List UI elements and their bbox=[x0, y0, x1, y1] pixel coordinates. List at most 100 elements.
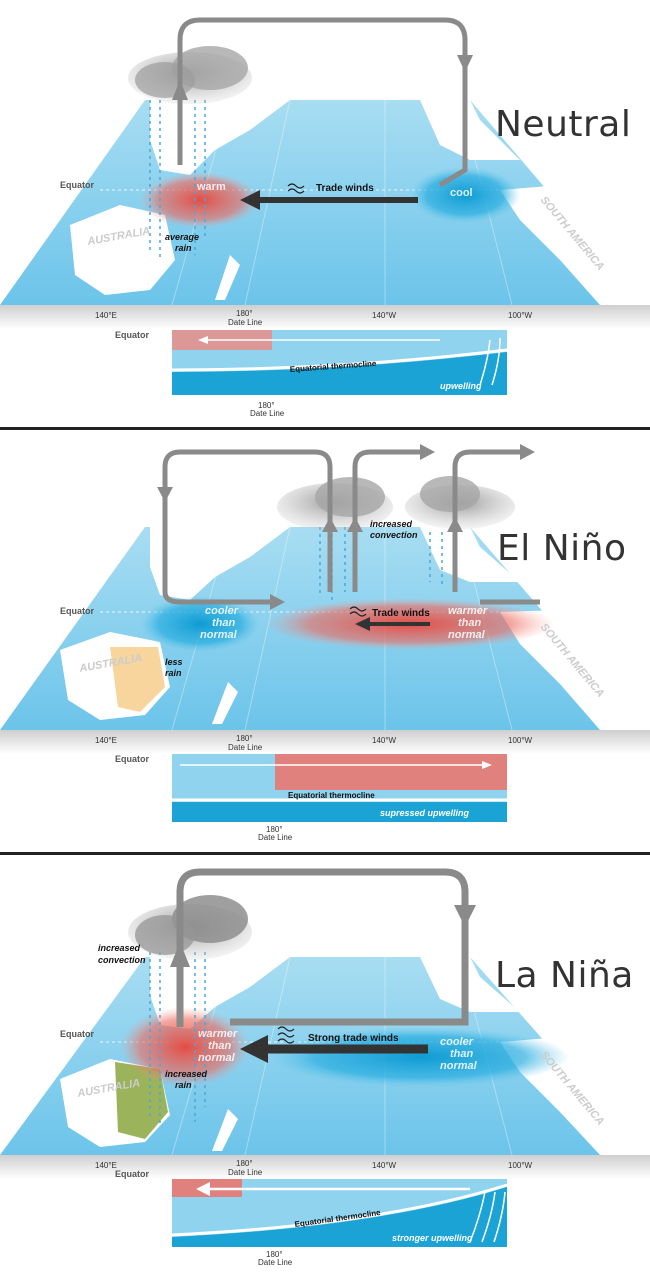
north-america-landmass bbox=[420, 957, 520, 1012]
neutral-title: Neutral bbox=[495, 104, 632, 145]
cool-pool bbox=[410, 167, 520, 223]
lon-180: 180° bbox=[236, 734, 253, 743]
trade-winds-label: Trade winds bbox=[372, 608, 430, 619]
convection-label-1: increased bbox=[370, 519, 413, 529]
surface-current-arrowhead bbox=[198, 336, 208, 344]
thermocline-line bbox=[171, 1183, 508, 1237]
east-label-1: cooler bbox=[440, 1036, 474, 1048]
east-circulation-loop-2 bbox=[452, 449, 520, 592]
north-america-landmass bbox=[420, 100, 520, 160]
la-nina-panel: Strong trade winds warmer than normal co… bbox=[0, 857, 650, 1272]
rain-cloud bbox=[277, 476, 515, 531]
west-label-1: cooler bbox=[205, 605, 239, 617]
la-nina-title: La Niña bbox=[495, 955, 634, 996]
equator-label: Equator bbox=[60, 180, 94, 190]
thermocline-label: Equatorial thermocline bbox=[288, 791, 375, 800]
lon-140e: 140°E bbox=[95, 736, 117, 745]
cs-lon-180: 180° bbox=[258, 401, 275, 410]
west-circulation-loop bbox=[162, 449, 333, 605]
cool-pool-west bbox=[140, 596, 260, 652]
upwelling-arrows bbox=[479, 337, 501, 386]
asia-landmass bbox=[150, 100, 290, 175]
cs-date-line: Date Line bbox=[258, 1258, 293, 1267]
warm-surface-layer bbox=[275, 754, 507, 790]
sinking-air-arrowhead bbox=[457, 55, 473, 72]
east-arrowhead-2 bbox=[520, 444, 535, 460]
deep-cold-layer bbox=[172, 1187, 507, 1247]
panel-divider-2 bbox=[0, 852, 650, 855]
equator-label: Equator bbox=[60, 1029, 94, 1039]
neutral-diagram: Trade winds warm cool Equator average ra… bbox=[0, 17, 650, 418]
rain-cloud bbox=[128, 46, 252, 104]
warm-label: warm bbox=[196, 181, 226, 193]
trade-wind-arrowhead bbox=[240, 190, 260, 210]
rising-air-arrowhead-3 bbox=[447, 517, 463, 532]
lon-100w: 100°W bbox=[508, 311, 533, 320]
cs-date-line: Date Line bbox=[258, 833, 293, 842]
new-zealand-landmass bbox=[212, 682, 238, 724]
lon-180: 180° bbox=[236, 1159, 253, 1168]
deep-cold-layer bbox=[172, 802, 507, 822]
east-label-2: than bbox=[458, 617, 482, 629]
el-nino-panel: Trade winds cooler than normal warmer th… bbox=[0, 432, 650, 850]
surface-current-arrowhead bbox=[196, 1182, 210, 1196]
rain-streaks bbox=[149, 952, 206, 1127]
rain-label-1: average bbox=[165, 232, 199, 242]
new-zealand-landmass bbox=[212, 1109, 238, 1151]
convection-label-1: increased bbox=[98, 943, 141, 953]
cs-date-line: Date Line bbox=[250, 409, 285, 418]
cs-lon-180: 180° bbox=[266, 825, 283, 834]
date-line-label: Date Line bbox=[228, 1168, 263, 1177]
east-arrowhead-1 bbox=[420, 444, 435, 460]
rain-streaks bbox=[149, 100, 206, 260]
upwelling-label: stronger upwelling bbox=[392, 1233, 473, 1243]
equator-strip bbox=[0, 1155, 650, 1179]
convection-label-2: convection bbox=[370, 530, 418, 540]
cross-section-equator-label: Equator bbox=[115, 1169, 149, 1179]
sinking-air-arrowhead bbox=[454, 905, 476, 927]
upwelling-arrows bbox=[469, 1191, 506, 1243]
equator-strip bbox=[0, 730, 650, 754]
upwelling-label: supressed upwelling bbox=[380, 808, 470, 818]
walker-circulation-loop bbox=[176, 868, 469, 1027]
wind-icon bbox=[349, 606, 367, 617]
date-line-label: Date Line bbox=[228, 318, 263, 327]
warm-pool-west bbox=[120, 1007, 250, 1087]
deep-cold-layer bbox=[172, 352, 507, 395]
walker-circulation-loop bbox=[177, 17, 468, 188]
trade-winds-label: Trade winds bbox=[316, 183, 374, 194]
lon-140e: 140°E bbox=[95, 1161, 117, 1170]
australia-landmass bbox=[70, 205, 175, 295]
thermocline-line bbox=[171, 348, 508, 372]
cross-section-equator-label: Equator bbox=[115, 330, 149, 340]
rain-cloud bbox=[128, 895, 252, 960]
upwelling-label: upwelling bbox=[440, 381, 482, 391]
south-america-landmass bbox=[500, 185, 645, 305]
cool-pool-east bbox=[270, 1027, 570, 1087]
west-label-2: than bbox=[208, 1040, 232, 1052]
wind-icon bbox=[277, 1026, 295, 1044]
rising-air-arrowhead-1 bbox=[322, 517, 338, 532]
equator-label: Equator bbox=[60, 606, 94, 616]
rain-label-2: rain bbox=[175, 243, 192, 253]
west-label-3: normal bbox=[198, 1052, 236, 1064]
rain-label-1: increased bbox=[165, 1069, 208, 1079]
rain-label-2: rain bbox=[175, 1080, 192, 1090]
date-line-label: Date Line bbox=[228, 743, 263, 752]
west-sinking-arrowhead bbox=[157, 487, 173, 502]
east-label-2: than bbox=[450, 1048, 474, 1060]
east-label-1: warmer bbox=[448, 605, 488, 617]
surface-current-arrowhead bbox=[482, 761, 492, 769]
el-nino-diagram: Trade winds cooler than normal warmer th… bbox=[0, 444, 650, 842]
asia-landmass bbox=[150, 527, 290, 600]
east-label-3: normal bbox=[448, 629, 486, 641]
new-zealand-landmass bbox=[215, 255, 240, 300]
wind-icon bbox=[287, 183, 305, 194]
neutral-panel: Trade winds warm cool Equator average ra… bbox=[0, 0, 650, 425]
north-america-landmass bbox=[420, 527, 520, 582]
lon-100w: 100°W bbox=[508, 736, 533, 745]
trade-winds-label: Strong trade winds bbox=[308, 1033, 399, 1044]
west-label-2: than bbox=[212, 617, 236, 629]
convection-label-2: convection bbox=[98, 955, 146, 965]
cross-section-equator-label: Equator bbox=[115, 754, 149, 764]
